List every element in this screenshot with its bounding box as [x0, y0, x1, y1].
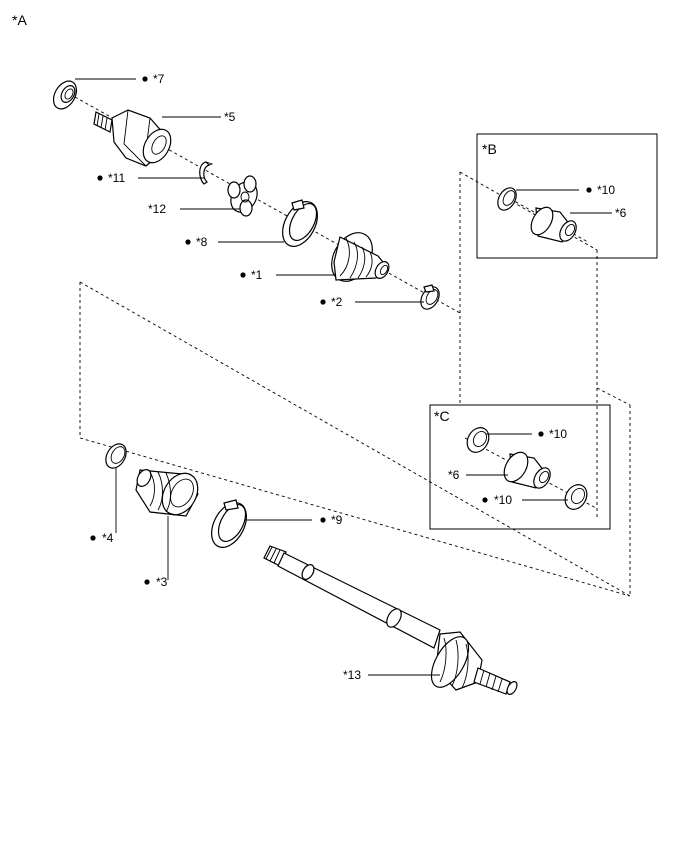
part-12-tripod	[227, 175, 258, 217]
axis-lines	[74, 96, 631, 597]
callout-6-c: *6	[448, 468, 460, 482]
part-4-clamp	[105, 443, 127, 469]
part-10-b-ring	[497, 187, 517, 211]
callout-4: *4	[102, 531, 114, 545]
callout-5: *5	[224, 110, 236, 124]
callout-11: *11	[108, 171, 125, 185]
callout-13: *13	[343, 668, 361, 682]
part-1-inboard-boot	[331, 232, 390, 282]
callout-1: *1	[251, 268, 263, 282]
frame-view-b	[476, 133, 658, 259]
part-2-clamp	[420, 284, 440, 310]
part-10-c-top-ring	[466, 427, 490, 453]
callout-8: *8	[196, 235, 208, 249]
callout-10-b: *10	[597, 183, 615, 197]
callout-7: *7	[153, 72, 165, 86]
callout-2: *2	[331, 295, 343, 309]
leader-lines	[75, 78, 612, 676]
callout-labels: *7 *5 *11 *12 *8 *1 *2 *10 *6 *10 *6 *10…	[102, 72, 627, 682]
callout-10-c-bottom: *10	[494, 493, 512, 507]
part-7-seal	[52, 80, 78, 110]
part-3-outboard-boot	[135, 469, 199, 517]
part-8-boot-clamp	[282, 199, 318, 247]
callout-12: *12	[148, 202, 166, 216]
callout-10-c-top: *10	[549, 427, 567, 441]
part-6-b-sleeve	[530, 206, 577, 243]
part-11-snap-ring	[199, 161, 214, 185]
frame-view-c	[429, 404, 611, 530]
part-10-c-bottom-ring	[564, 484, 588, 510]
part-5-inboard-joint-housing	[93, 109, 172, 167]
part-6-c-sleeve	[503, 451, 551, 489]
view-label-b: *B	[482, 141, 497, 157]
part-9-boot-clamp	[211, 499, 247, 548]
part-13-drive-shaft	[263, 545, 518, 695]
view-label-c: *C	[434, 408, 450, 424]
callout-9: *9	[331, 513, 343, 527]
view-label-a: *A	[12, 12, 27, 28]
callout-6-b: *6	[615, 206, 627, 220]
callout-3: *3	[156, 575, 168, 589]
bullets	[90, 76, 592, 585]
